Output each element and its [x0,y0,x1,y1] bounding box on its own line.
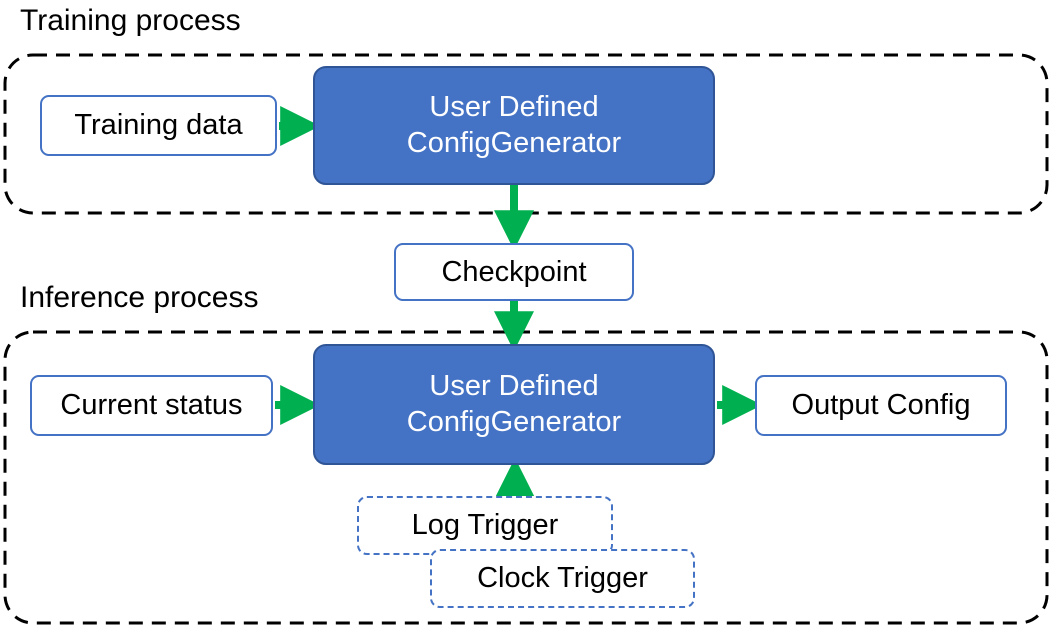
node-clock-trigger-label: Clock Trigger [477,562,648,594]
node-inference-config-generator-label-line2: ConfigGenerator [406,405,622,438]
node-inference-config-generator-label: User Defined ConfigGenerator [407,369,621,440]
node-checkpoint[interactable]: Checkpoint [394,243,634,301]
node-log-trigger-label: Log Trigger [411,509,559,541]
node-training-config-generator-label-line2: ConfigGenerator [406,126,622,159]
node-training-config-generator-label-line1: User Defined [429,91,599,124]
node-clock-trigger[interactable]: Clock Trigger [430,549,695,608]
group-label-inference-process: Inference process [20,281,259,314]
node-checkpoint-label: Checkpoint [441,255,587,288]
node-current-status-label: Current status [60,389,243,421]
node-inference-config-generator[interactable]: User Defined ConfigGenerator [313,344,715,465]
group-label-training-process: Training process [20,4,241,37]
node-log-trigger[interactable]: Log Trigger [357,496,613,555]
node-training-config-generator[interactable]: User Defined ConfigGenerator [313,66,715,185]
node-training-data[interactable]: Training data [40,95,277,156]
node-current-status[interactable]: Current status [30,375,273,436]
node-output-config[interactable]: Output Config [755,375,1007,436]
node-output-config-label: Output Config [791,389,971,421]
node-inference-config-generator-label-line1: User Defined [429,370,599,403]
node-training-config-generator-label: User Defined ConfigGenerator [407,90,621,161]
node-training-data-label: Training data [74,109,243,141]
